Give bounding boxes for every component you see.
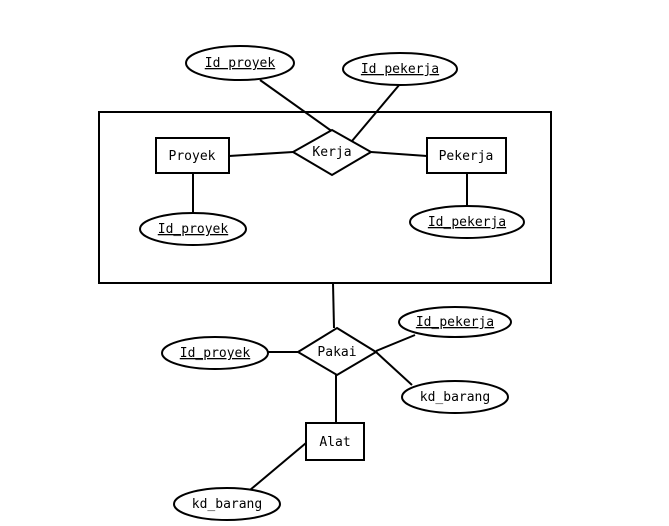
attribute-kerja-id-pekerja-label: Id pekerja (361, 62, 439, 77)
attribute-pekerja-id-pekerja: Id_pekerja (409, 205, 525, 239)
relationship-kerja-label: Kerja (312, 145, 351, 160)
aggregation-box (98, 111, 552, 284)
attribute-pakai-kd-barang: kd_barang (401, 380, 509, 414)
line-kerja-pekerja (370, 151, 428, 157)
entity-alat-box (305, 422, 365, 461)
attribute-proyek-id-proyek: Id_proyek (139, 212, 247, 246)
line-proyek-kerja (228, 151, 294, 157)
entity-pekerja: Pekerja (426, 137, 507, 174)
attribute-pekerja-id-pekerja-label: Id_pekerja (428, 215, 506, 230)
line-pakai-kdbarang (375, 351, 413, 386)
entity-proyek-label: Proyek (169, 149, 216, 164)
attribute-kerja-id-proyek: Id proyek (185, 45, 295, 81)
attribute-pakai-id-pekerja-label: Id_pekerja (416, 315, 494, 330)
relationship-kerja-diamond (290, 128, 374, 177)
entity-alat: Alat (305, 422, 365, 461)
attribute-alat-kd-barang-ellipse (173, 487, 281, 521)
relationship-pakai-diamond (296, 326, 378, 377)
attribute-alat-kd-barang-label: kd_barang (192, 497, 262, 512)
entity-pekerja-label: Pekerja (439, 149, 494, 164)
attribute-kerja-id-proyek-ellipse (185, 45, 295, 81)
entity-proyek: Proyek (155, 137, 230, 174)
attribute-pakai-id-pekerja-ellipse (398, 306, 512, 338)
attribute-kerja-id-proyek-label: Id proyek (205, 56, 276, 71)
attribute-pakai-id-pekerja: Id_pekerja (398, 306, 512, 338)
attribute-proyek-id-proyek-label: Id_proyek (158, 222, 229, 237)
attribute-alat-kd-barang: kd_barang (173, 487, 281, 521)
line-alat-kdbarang (249, 442, 307, 491)
relationship-kerja: Kerja (290, 128, 374, 177)
line-pakai-idpekerja (375, 334, 416, 352)
relationship-pakai-label: Pakai (317, 345, 356, 360)
attribute-pakai-kd-barang-ellipse (401, 380, 509, 414)
entity-pekerja-box (426, 137, 507, 174)
attribute-pakai-id-proyek-ellipse (161, 336, 269, 370)
relationship-pakai: Pakai (296, 326, 378, 377)
attribute-pakai-id-proyek-label: Id_proyek (180, 346, 251, 361)
attribute-proyek-id-proyek-ellipse (139, 212, 247, 246)
attribute-kerja-id-pekerja-ellipse (342, 52, 458, 86)
attribute-kerja-id-pekerja: Id pekerja (342, 52, 458, 86)
attribute-pekerja-id-pekerja-ellipse (409, 205, 525, 239)
entity-alat-label: Alat (319, 435, 350, 450)
attribute-pakai-kd-barang-label: kd_barang (420, 390, 490, 405)
entity-proyek-box (155, 137, 230, 174)
line-aggregate-pakai (332, 282, 335, 329)
line-kerja-idproyek (259, 79, 334, 133)
attribute-pakai-id-proyek: Id_proyek (161, 336, 269, 370)
